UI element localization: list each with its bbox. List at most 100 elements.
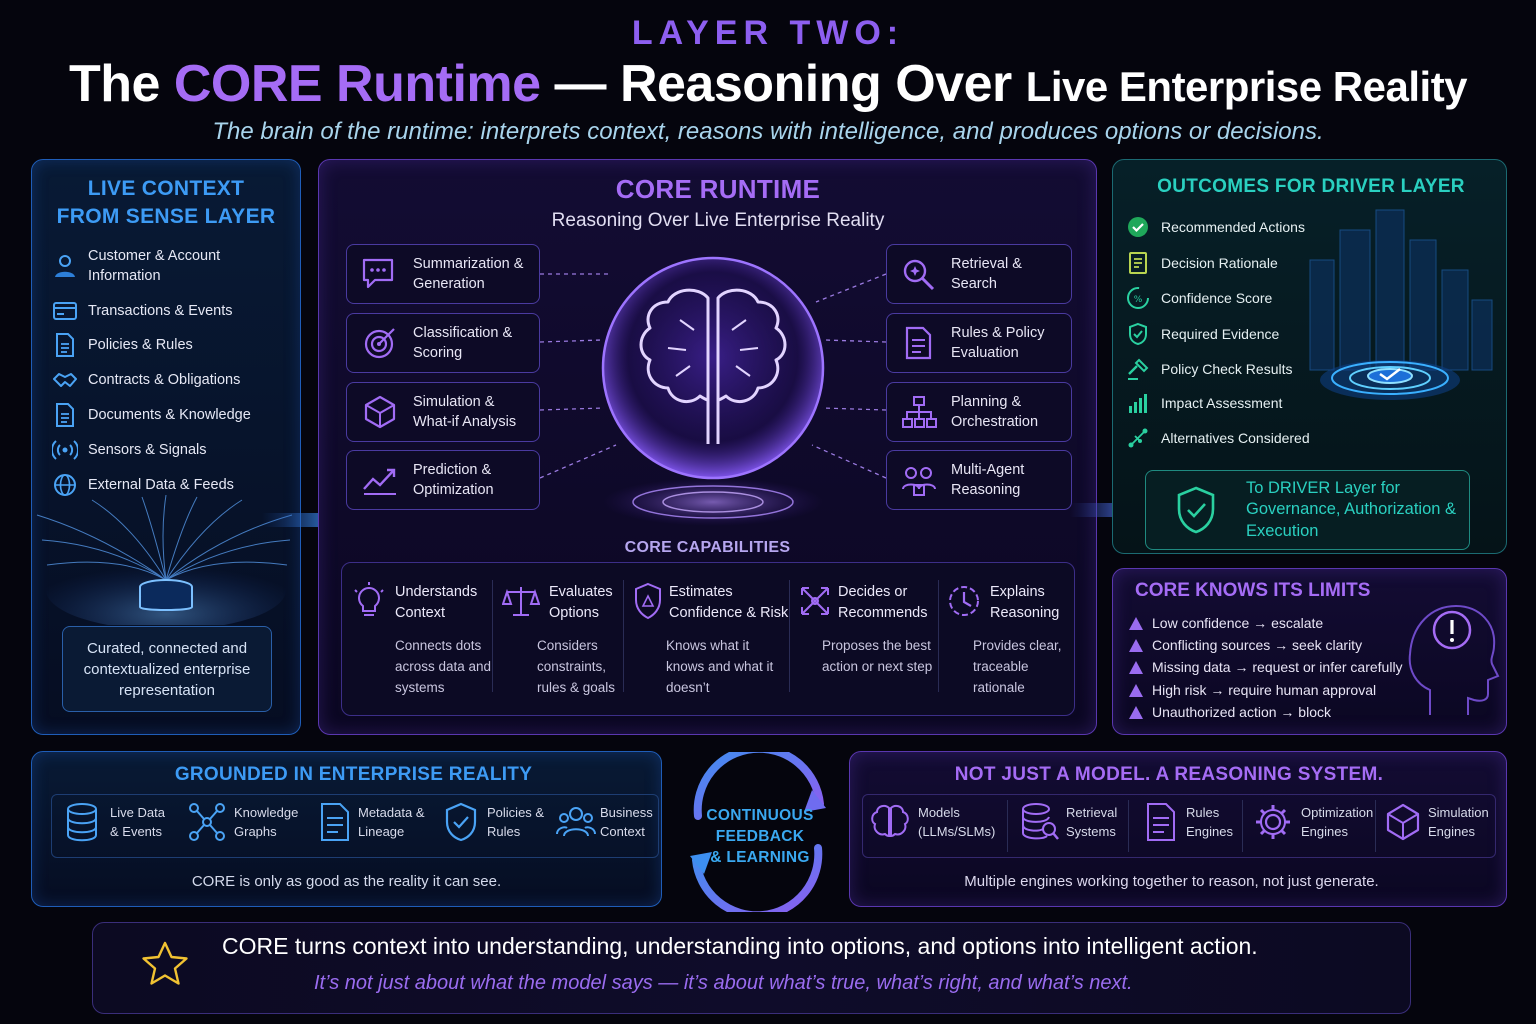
card-label: Prediction & Optimization xyxy=(413,461,494,498)
engine-label: Optimization Engines xyxy=(1301,804,1374,840)
card-label: Classification & Scoring xyxy=(413,324,513,361)
grounded-label: Policies & Rules xyxy=(487,804,545,840)
capability-card-summarization: Summarization & Generation xyxy=(346,244,540,304)
grounded-label: Knowledge Graphs xyxy=(234,804,299,840)
bars-icon xyxy=(1129,394,1147,413)
outcome-label: Recommended Actions xyxy=(1161,219,1305,235)
engine-label: Retrieval Systems xyxy=(1066,804,1118,840)
star-icon xyxy=(142,941,188,985)
capability-title: Estimates Confidence & Risk xyxy=(669,584,789,622)
search-icon xyxy=(903,259,935,291)
document-icon xyxy=(321,803,349,841)
warning-icon xyxy=(1129,638,1143,652)
live-context-title: LIVE CONTEXT FROM SENSE LAYER xyxy=(31,175,301,232)
capability-title: Evaluates Options xyxy=(549,584,613,622)
engine-label: Rules Engines xyxy=(1186,804,1233,840)
city-hologram-illustration xyxy=(1309,209,1493,400)
core-runtime-subtitle: Reasoning Over Live Enterprise Reality xyxy=(551,210,885,231)
grounded-title: GROUNDED IN ENTERPRISE REALITY xyxy=(174,764,533,785)
grounded-footer: CORE is only as good as the reality it c… xyxy=(191,873,502,890)
capability-divider xyxy=(938,580,939,692)
card-label: Rules & Policy Evaluation xyxy=(951,324,1045,361)
page-subtitle: The brain of the runtime: interprets con… xyxy=(212,118,1324,145)
limit-item: Low confidence → escalate xyxy=(1128,615,1323,631)
brain-icon xyxy=(871,804,909,838)
title-part-3: Live Enterprise Reality xyxy=(1025,63,1468,110)
context-item-label: Documents & Knowledge xyxy=(88,406,251,423)
grounded-item-policies: Policies & Rules xyxy=(443,802,549,842)
live-context-footer: Curated, connected and contextualized en… xyxy=(62,626,272,712)
shield-check-icon xyxy=(445,802,477,842)
engine-item-rules: Rules Engines xyxy=(1144,802,1238,842)
outcome-label: Confidence Score xyxy=(1161,290,1273,306)
grounded-label: Business Context xyxy=(600,804,653,840)
reasoning-system-footer: Multiple engines working together to rea… xyxy=(964,873,1379,890)
limit-text: Unauthorized action → block xyxy=(1152,704,1331,720)
capability-card-multi-agent: Multi-Agent Reasoning xyxy=(886,450,1072,510)
arrows-icon xyxy=(801,587,829,615)
check-circle-icon xyxy=(1128,217,1148,237)
signal-icon xyxy=(52,440,78,460)
head-alert-icon xyxy=(1408,604,1500,715)
outcome-item-confidence: % Confidence Score xyxy=(1126,286,1272,310)
capability-desc: Knows what it knows and what it doesn’t xyxy=(666,638,774,695)
capability-card-retrieval: Retrieval & Search xyxy=(886,244,1072,304)
context-item-documents: Documents & Knowledge xyxy=(52,402,251,428)
svg-text:%: % xyxy=(1134,295,1143,305)
document-icon xyxy=(56,333,74,357)
database-icon xyxy=(139,579,193,611)
data-stream-illustration xyxy=(36,495,293,625)
outcomes-title: OUTCOMES FOR DRIVER LAYER xyxy=(1157,176,1465,197)
grounded-item-graphs: Knowledge Graphs xyxy=(188,802,306,842)
context-item-label: Customer & Account Information xyxy=(88,248,221,285)
brain-icon xyxy=(639,288,787,444)
reasoning-system-panel xyxy=(849,751,1507,907)
bulb-icon xyxy=(354,582,384,616)
outcome-item-impact: Impact Assessment xyxy=(1126,391,1282,415)
context-item-label: Transactions & Events xyxy=(88,302,233,319)
database-search-icon xyxy=(1022,803,1059,840)
graph-icon xyxy=(189,803,225,841)
outcome-item-alternatives: Alternatives Considered xyxy=(1126,426,1310,450)
capability-card-rules: Rules & Policy Evaluation xyxy=(886,313,1072,373)
shield-check-icon xyxy=(1129,322,1147,346)
grounded-item-metadata: Metadata & Lineage xyxy=(318,802,430,842)
feedback-loop-icon xyxy=(690,752,826,912)
title-part-2: — Reasoning Over xyxy=(540,55,1026,113)
limit-item: Conflicting sources → seek clarity xyxy=(1128,637,1362,653)
grounded-item-business: Business Context xyxy=(556,802,662,842)
engine-item-models: Models (LLMs/SLMs) xyxy=(870,802,1000,842)
eyebrow-label: LAYER TWO: xyxy=(631,14,905,52)
limit-item: Missing data → request or infer carefull… xyxy=(1128,659,1403,675)
card-label: Summarization & Generation xyxy=(413,255,524,292)
gavel-icon xyxy=(1128,358,1149,380)
engine-label: Models (LLMs/SLMs) xyxy=(918,804,996,840)
database-icon xyxy=(67,803,97,842)
engine-item-simulation: Simulation Engines xyxy=(1384,802,1494,842)
limit-text: High risk → require human approval xyxy=(1152,682,1377,698)
limit-text: Conflicting sources → seek clarity xyxy=(1152,637,1363,653)
cube-icon xyxy=(364,395,396,429)
capability-desc: Provides clear, traceable rationale xyxy=(973,638,1062,695)
limit-item: High risk → require human approval xyxy=(1128,682,1376,698)
capability-card-simulation: Simulation & What-if Analysis xyxy=(346,382,540,442)
limits-title: CORE KNOWS ITS LIMITS xyxy=(1135,580,1371,601)
capability-title: Decides or Recommends xyxy=(838,584,928,622)
cube-icon xyxy=(1386,803,1420,841)
scale-icon xyxy=(502,587,540,616)
engine-label: Simulation Engines xyxy=(1428,804,1489,840)
outcome-item-actions: Recommended Actions xyxy=(1126,215,1305,239)
trend-icon xyxy=(363,468,396,495)
capability-title: Understands Context xyxy=(395,584,478,622)
capability-divider xyxy=(492,580,493,692)
warning-icon xyxy=(1129,660,1143,674)
warning-icon xyxy=(1129,705,1143,719)
page-title: The CORE Runtime — Reasoning Over Live E… xyxy=(0,54,1536,114)
capability-divider xyxy=(623,580,624,692)
feedback-line3: & LEARNING xyxy=(710,848,810,866)
engine-item-optimization: Optimization Engines xyxy=(1253,802,1373,842)
grounded-item-live-data: Live Data & Events xyxy=(64,802,174,842)
capability-desc: Connects dots across data and systems xyxy=(395,638,492,695)
grounded-items-box xyxy=(51,794,659,858)
card-label: Planning & Orchestration xyxy=(951,393,1039,430)
